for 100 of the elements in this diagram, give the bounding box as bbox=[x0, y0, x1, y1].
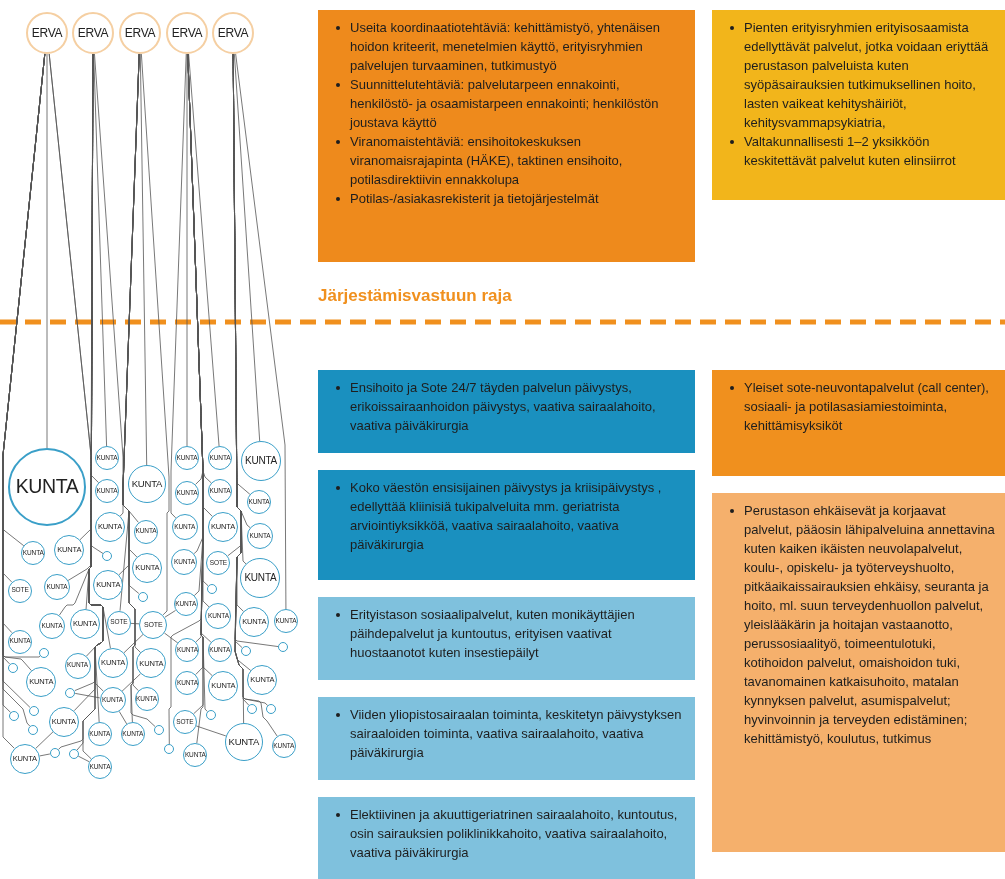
bullet-item: Pienten erityisryhmien erityisosaamista edellyttävät palvelut, jotka voidaan eriyttää perustason palveluista kuten syöpäsairauksien tutkimuksellinen hoito, lasten vaikeat kehityshäiriöt, kehitysvammapsykiatria, bbox=[744, 19, 990, 132]
circle-node bbox=[206, 584, 217, 595]
circle-node bbox=[93, 570, 124, 601]
bullet-item: Elektiivinen ja akuuttigeriatrinen sairaalahoito, kuntoutus, osin sairauksien poliklinikkahoito, vaativa sairaalahoito, vaativa päiväkirurgia bbox=[350, 806, 679, 862]
circle-node bbox=[139, 610, 168, 639]
connector-line bbox=[233, 53, 261, 442]
circle-node bbox=[9, 711, 20, 721]
connector-line bbox=[39, 753, 51, 757]
circle-node bbox=[240, 646, 251, 656]
circle-node bbox=[172, 710, 197, 735]
connector-line bbox=[35, 731, 54, 749]
circle-node bbox=[21, 541, 46, 566]
bullet-item: Valtakunnallisesti 1–2 yksikköön keskitettävät palvelut kuten elinsiirrot bbox=[744, 133, 957, 170]
connector-line bbox=[140, 53, 170, 616]
circle-node bbox=[69, 609, 100, 640]
circle-node bbox=[48, 706, 79, 737]
bullet-item: Ensihoito ja Sote 24/7 täyden palvelun päivystys, erikoissairaanhoidon päivystys, vaativa sairaalahoito, vaativa päiväkirurgia bbox=[350, 379, 657, 435]
bullet-item: Yleiset sote-neuvontapalvelut (call center), sosiaali- ja potilasasiamiestoiminta, kehittämisyksiköt bbox=[744, 379, 990, 435]
circle-node bbox=[175, 446, 199, 471]
connector-line bbox=[164, 610, 176, 618]
bullet-item: Potilas-/asiakasrekisterit ja tietojärjestelmät bbox=[350, 190, 599, 208]
connector-line bbox=[195, 725, 227, 737]
circle-node bbox=[87, 755, 112, 780]
circle-node bbox=[8, 578, 32, 603]
service-box bbox=[318, 470, 695, 580]
node-label: ERVA bbox=[217, 27, 249, 39]
circle-node bbox=[132, 552, 163, 583]
circle-node bbox=[137, 591, 148, 602]
connector-line bbox=[123, 633, 144, 654]
bullet-item: Viiden yliopistosairaalan toiminta, keskitetyn päivystyksen sairaaloiden toiminta, vaativa sairaalahoito, vaativa päiväkirurgia bbox=[350, 706, 683, 762]
circle-node bbox=[247, 523, 273, 549]
connector-line bbox=[74, 693, 101, 699]
connector-line bbox=[164, 632, 179, 644]
circle-node bbox=[208, 671, 239, 702]
circle-node bbox=[44, 574, 70, 601]
circle-node bbox=[26, 12, 68, 54]
circle-node bbox=[49, 748, 60, 758]
circle-node bbox=[106, 610, 131, 635]
circle-node bbox=[28, 705, 39, 716]
circle-node bbox=[9, 743, 40, 774]
circle-node bbox=[99, 687, 126, 714]
connector-line bbox=[94, 53, 130, 612]
node-label: KUNTA bbox=[244, 456, 278, 466]
connector-line bbox=[188, 53, 220, 447]
service-box bbox=[712, 10, 1005, 200]
circle-node bbox=[274, 609, 298, 634]
circle-node bbox=[247, 490, 271, 514]
circle-node bbox=[266, 704, 277, 714]
circle-node bbox=[39, 612, 65, 639]
circle-node bbox=[134, 519, 158, 544]
connector-line bbox=[235, 53, 287, 610]
circle-node bbox=[102, 551, 113, 562]
circle-node bbox=[64, 652, 91, 679]
boundary-label: Järjestämisvastuun raja bbox=[318, 286, 512, 306]
node-label: KUNTA bbox=[228, 737, 260, 747]
node-label: KUNTA bbox=[15, 477, 79, 497]
circle-node bbox=[120, 722, 145, 747]
service-box bbox=[712, 370, 1005, 476]
circle-node bbox=[171, 514, 198, 541]
circle-node bbox=[224, 723, 263, 761]
circle-node bbox=[166, 12, 208, 54]
circle-node bbox=[98, 648, 129, 679]
circle-node bbox=[205, 710, 216, 721]
bullet-item: Useita koordinaatiotehtäviä: kehittämistyö, yhtenäisen hoidon kriteerit, menetelmien käyttö, erityisryhmien palvelujen turvaaminen, tutkimustyö bbox=[350, 19, 661, 75]
circle-node bbox=[128, 465, 166, 504]
circle-node bbox=[175, 638, 200, 663]
circle-node bbox=[164, 744, 175, 754]
circle-node bbox=[205, 603, 232, 630]
bullet-item: Koko väestön ensisijainen päivystys ja kriisipäivystys , edellyttää kliinisiä tukipalveluita mm. geriatrista arviointiyksikköä, vaativa sairaalahoito, vaativa päiväkirurgia bbox=[350, 479, 663, 554]
circle-node bbox=[39, 647, 49, 658]
circle-node bbox=[54, 535, 85, 566]
circle-node bbox=[65, 687, 76, 698]
circle-node bbox=[26, 666, 57, 697]
service-box bbox=[712, 493, 1005, 852]
bullet-item: Erityistason sosiaalipalvelut, kuten monikäyttäjien päihdepalvelut ja kuntoutus, erityisen vaativat huostaanotot kuten insestiepäilyt bbox=[350, 606, 636, 662]
bullet-item: Suunnittelutehtäviä: palvelutarpeen ennakointi, henkilöstö- ja osaamistarpeen ennakointi; henkilöstön joustava käyttö bbox=[350, 76, 660, 132]
circle-node bbox=[208, 479, 232, 504]
node-label: ERVA bbox=[77, 27, 109, 39]
circle-node bbox=[68, 748, 79, 759]
circle-node bbox=[95, 446, 119, 471]
circle-node bbox=[206, 551, 231, 576]
service-box bbox=[318, 370, 695, 453]
circle-node bbox=[239, 607, 270, 637]
service-box bbox=[318, 10, 695, 262]
node-label: KUNTA bbox=[131, 479, 163, 489]
circle-node bbox=[95, 512, 125, 543]
connector-line bbox=[170, 53, 187, 519]
circle-node bbox=[247, 704, 258, 714]
node-label: KUNTA bbox=[244, 573, 277, 583]
circle-node bbox=[95, 479, 119, 504]
circle-node bbox=[72, 12, 114, 54]
circle-node bbox=[171, 549, 198, 576]
circle-node bbox=[240, 558, 281, 598]
circle-node bbox=[8, 629, 32, 654]
bullet-item: Perustason ehkäisevät ja korjaavat palvelut, pääosin lähipalveluina annettavina kuten kaiken ikäisten neuvolapalvelut, koulu-, opiskelu- ja työterveyshuolto, pitkäaikaissairauksien ehkäisy, seuranta ja hoito, ml. suun terveydenhuollon palvelut, yleislääkärin ja hoitajan vastaanotto, perussosiaalityö, toimeentulotuki, kotihoidon palvelut, omaishoidon tuki, tavanomainen katkaisuhoito, matalan kynnyksen palvelut, asumispalvelut; hyvinvoinnin ja terveyden edistäminen; kehittämistyö, koulutus, tutkimus bbox=[744, 502, 995, 748]
circle-node bbox=[87, 722, 112, 747]
connector-line bbox=[46, 53, 48, 449]
circle-node bbox=[247, 665, 278, 695]
circle-node bbox=[28, 724, 39, 735]
circle-node bbox=[271, 734, 296, 758]
